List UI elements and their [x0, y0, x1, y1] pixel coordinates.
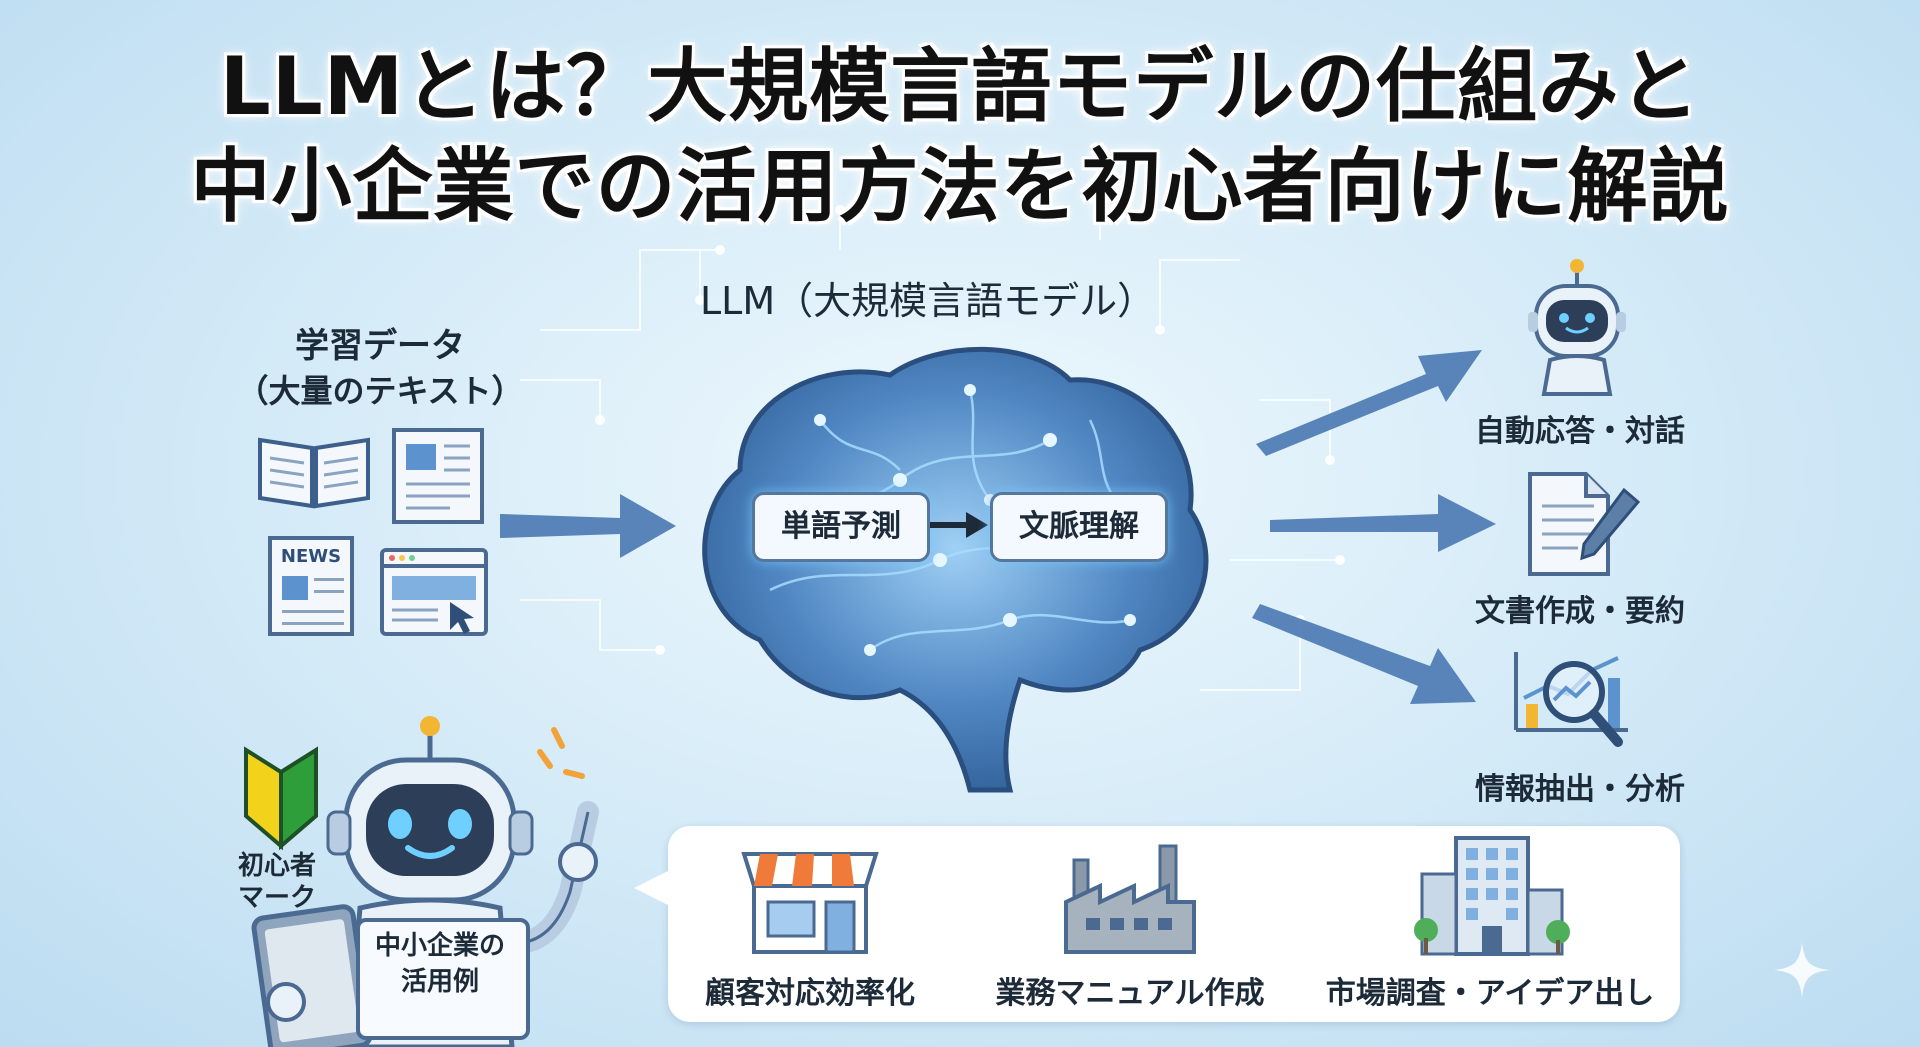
magnifier-chart-icon: [1514, 652, 1628, 747]
office-building-icon: [1414, 836, 1570, 956]
llm-label: LLM（大規模言語モデル）: [700, 279, 1156, 323]
word-prediction-box: 単語予測: [752, 492, 930, 562]
beginner-mark-label-2: マーク: [237, 883, 316, 913]
web-browser-icon: [380, 548, 488, 636]
use-case-label-2: 業務マニュアル作成: [995, 976, 1265, 1011]
output-arrow-2: [1270, 494, 1496, 552]
training-data-label: 学習データ: [295, 326, 465, 366]
brain-icon: [702, 346, 1209, 793]
chatbot-robot-icon: [1528, 259, 1626, 396]
use-case-label-3: 市場調査・アイデア出し: [1325, 976, 1655, 1011]
output-label-2: 文書作成・要約: [1475, 594, 1685, 629]
open-book-icon: [258, 437, 370, 509]
speech-bubble-tail: [634, 870, 670, 906]
title-line-1: LLMとは？大規模言語モデルの仕組みと: [219, 40, 1701, 133]
context-understanding-box: 文脈理解: [990, 492, 1168, 562]
factory-icon: [1064, 844, 1196, 954]
training-data-sublabel: （大量のテキスト）: [236, 372, 524, 410]
document-pen-icon: [1528, 472, 1641, 576]
output-label-1: 自動応答・対話: [1475, 414, 1685, 449]
tablet-text-line-2: 活用例: [400, 967, 479, 997]
output-arrow-3: [1252, 604, 1476, 704]
news-sheet-icon: NEWS: [268, 536, 354, 636]
output-label-3: 情報抽出・分析: [1475, 772, 1685, 807]
storefront-icon: [741, 852, 879, 954]
beginner-mark-label-1: 初心者: [237, 851, 316, 881]
tablet-card: 中小企業の 活用例: [360, 928, 520, 1000]
brain-arrow: [930, 512, 988, 538]
output-arrow-1: [1256, 350, 1482, 456]
newspaper-icon: [392, 428, 484, 524]
title-line-2: 中小企業での活用方法を初心者向けに解説: [190, 140, 1730, 233]
news-sheet-title: NEWS: [280, 546, 342, 567]
sparkle-icon: [1774, 942, 1830, 998]
use-case-label-1: 顧客対応効率化: [705, 976, 915, 1011]
shoshinsha-mark-icon: [244, 746, 318, 850]
guide-robot-icon: [251, 716, 599, 1047]
tablet-text-line-1: 中小企業の: [374, 931, 505, 961]
input-arrow: [500, 494, 676, 558]
